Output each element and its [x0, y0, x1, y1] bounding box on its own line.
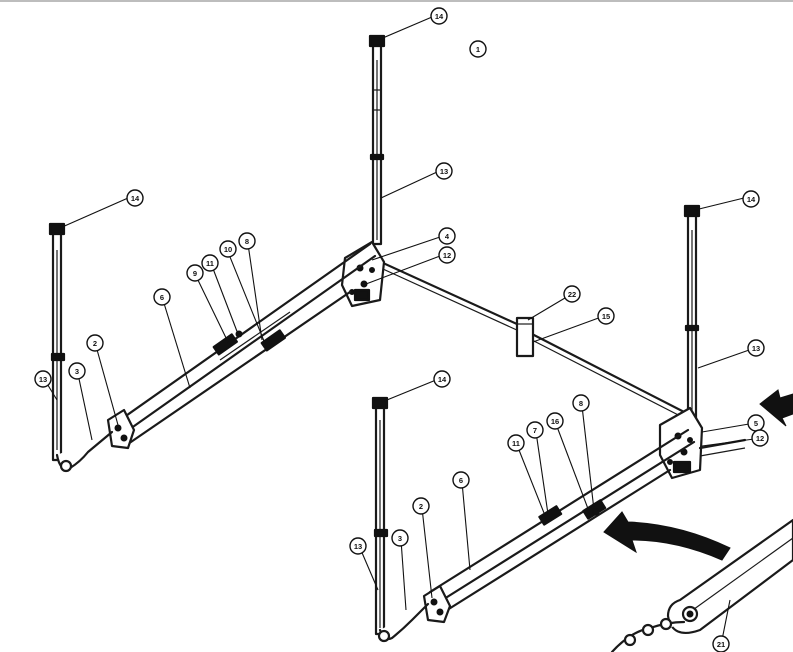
svg-text:5: 5 [754, 419, 758, 428]
svg-text:22: 22 [568, 290, 576, 299]
callout-13-front: 13 [349, 537, 367, 555]
svg-text:8: 8 [579, 399, 583, 408]
svg-text:3: 3 [75, 367, 79, 376]
callout-6-front: 6 [452, 471, 470, 489]
callout-15: 15 [597, 307, 615, 325]
callout-11-left: 11 [201, 254, 219, 272]
callout-21: 21 [712, 635, 730, 652]
svg-text:10: 10 [224, 245, 232, 254]
svg-text:12: 12 [443, 251, 451, 260]
back-mast [368, 34, 386, 246]
svg-text:16: 16 [551, 417, 559, 426]
callout-1: 1 [469, 40, 487, 58]
callout-3-left: 3 [68, 362, 86, 380]
leader-lines [45, 16, 755, 641]
callout-22: 22 [563, 285, 581, 303]
svg-text:8: 8 [245, 237, 249, 246]
front-mast [371, 396, 430, 643]
callout-6-left: 6 [153, 288, 171, 306]
callout-3-front: 3 [391, 529, 409, 547]
front-end-bracket [422, 584, 452, 624]
svg-text:13: 13 [752, 344, 760, 353]
svg-text:9: 9 [193, 269, 197, 278]
svg-text:13: 13 [39, 375, 47, 384]
svg-text:4: 4 [445, 232, 450, 241]
callout-13-back: 13 [435, 162, 453, 180]
svg-text:1: 1 [476, 45, 480, 54]
svg-text:11: 11 [206, 259, 214, 268]
curved-arrow [603, 511, 731, 561]
left-end-bracket [106, 408, 136, 450]
cross-bar [370, 256, 692, 422]
left-arm [111, 242, 377, 446]
callout-13-left: 13 [34, 370, 52, 388]
svg-text:7: 7 [533, 426, 537, 435]
svg-text:13: 13 [354, 542, 362, 551]
callout-8-front: 8 [572, 394, 590, 412]
right-mounting-plate [658, 406, 747, 480]
callout-14-top: 14 [430, 7, 448, 25]
left-mast [48, 222, 114, 473]
callout-12-back: 12 [438, 246, 456, 264]
callout-10: 10 [219, 240, 237, 258]
svg-text:14: 14 [747, 195, 756, 204]
svg-text:11: 11 [512, 439, 520, 448]
callout-8-left: 8 [238, 232, 256, 250]
callout-5: 5 [747, 414, 765, 432]
svg-text:2: 2 [419, 502, 423, 511]
svg-text:2: 2 [93, 339, 97, 348]
center-bracket [515, 316, 535, 358]
callout-14-right: 14 [742, 190, 760, 208]
front-arm [428, 428, 696, 614]
callout-16: 16 [546, 412, 564, 430]
svg-text:15: 15 [602, 312, 610, 321]
svg-text:14: 14 [438, 375, 447, 384]
callout-13-right: 13 [747, 339, 765, 357]
svg-text:14: 14 [435, 12, 444, 21]
callout-14-left: 14 [126, 189, 144, 207]
callout-2-front: 2 [412, 497, 430, 515]
callout-4: 4 [438, 227, 456, 245]
svg-text:3: 3 [398, 534, 402, 543]
callout-11-front: 11 [507, 434, 525, 452]
svg-text:12: 12 [756, 434, 764, 443]
top-border [0, 0, 793, 2]
callout-9: 9 [186, 264, 204, 282]
callout-7: 7 [526, 421, 544, 439]
svg-text:6: 6 [459, 476, 463, 485]
svg-text:21: 21 [717, 640, 725, 649]
svg-text:13: 13 [440, 167, 448, 176]
callout-14-front: 14 [433, 370, 451, 388]
straight-arrow [759, 389, 793, 427]
callout-12-right: 12 [751, 429, 769, 447]
svg-text:14: 14 [131, 194, 140, 203]
callout-2-left: 2 [86, 334, 104, 352]
right-back-mast [683, 204, 701, 420]
chain-beam [610, 518, 793, 652]
svg-text:6: 6 [160, 293, 164, 302]
